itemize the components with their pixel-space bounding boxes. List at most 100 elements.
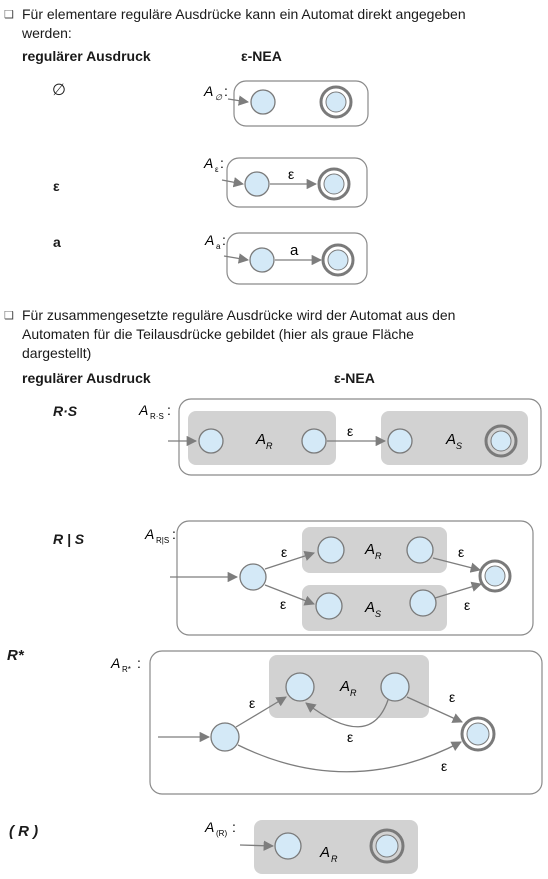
automaton-a: A a : a [204,232,368,285]
state [285,672,315,702]
transition-label: ε [347,729,353,745]
automaton-label: A [144,526,154,542]
epsilon-transition [432,557,482,573]
automaton-concat: A R·S : A R ε A S [138,398,542,476]
intro-text-line1: Für elementare reguläre Ausdrücke kann e… [22,6,466,22]
row-label-star: R* [7,647,24,664]
svg-text::: : [222,232,226,248]
automaton-frame [176,520,534,636]
subautomaton-label-r-sub: R [331,854,338,864]
transition-label: a [290,242,299,259]
automaton-label: A [203,83,213,99]
subautomaton-label-r: A [339,678,350,695]
start-state [210,722,240,752]
start-arrow [239,840,275,851]
start-state [274,832,302,860]
automaton-label-sub: a [216,242,221,251]
automaton-frame [226,157,368,208]
transition-label: ε [449,689,455,705]
subautomaton-label-s: A [445,431,456,448]
start-arrow [227,95,250,106]
state [409,589,437,617]
transition-label: ε [288,166,294,182]
row-label-concat: R·S [53,403,78,419]
automaton-label-sub: R·S [150,412,164,421]
row-label-a: a [53,234,61,250]
final-state [484,424,518,458]
state [198,428,224,454]
final-state [319,85,353,119]
automaton-star: A R* : ε A R ε ε ε [110,650,543,795]
row-label-union: R | S [53,531,85,547]
final-state [460,716,496,752]
transition-label: ε [249,695,255,711]
final-state [478,559,512,593]
final-state [321,243,355,277]
final-state [317,167,351,201]
bullet-icon: ❑ [4,310,14,322]
automaton-label-sub: ∅ [215,93,223,102]
table1-header-nea: ε-NEA [241,48,282,64]
subautomaton-label-s-sub: S [456,441,462,451]
subautomaton-label-r: A [364,541,375,558]
start-state [249,247,275,273]
epsilon-transition [264,584,315,606]
start-arrow [223,253,250,264]
intro-text-line2: werden: [22,25,72,41]
state [315,592,343,620]
start-state [250,89,276,115]
subautomaton-label-r-sub: R [375,551,382,561]
epsilon-transition [235,696,287,728]
epsilon-transition [264,550,315,570]
automaton-paren: A (R) : A R [204,819,418,874]
automaton-frame [226,232,368,285]
transition-label: ε [280,596,286,612]
epsilon-transition [406,696,463,723]
automaton-label: A [204,232,214,248]
automaton-label: A [203,155,213,171]
table1-header-expression: regulärer Ausdruck [22,48,151,64]
automaton-epsilon: A ε : ε [203,155,368,208]
epsilon-skip-transition [237,741,462,773]
state [387,428,413,454]
composite-text-line3: dargestellt) [22,345,92,361]
bullet-icon: ❑ [4,9,14,21]
state [406,536,434,564]
row-label-epsilon: ε [53,178,60,194]
transition-label: ε [441,758,447,774]
automaton-label-sub: ε [215,165,219,174]
automaton-emptyset: A ∅ : [203,80,369,127]
row-label-emptyset: ∅ [52,82,66,99]
svg-text::: : [220,155,224,171]
epsilon-transition [434,581,482,599]
epsilon-loop-back [305,699,389,728]
automaton-frame [178,398,542,476]
state [301,428,327,454]
automaton-label-sub: R|S [156,536,169,545]
transition-label: ε [281,544,287,560]
composite-text-line1: Für zusammengesetzte reguläre Ausdrücke … [22,307,456,323]
svg-text::: : [137,655,141,671]
subautomaton-label-s-sub: S [375,609,381,619]
transition-label: ε [347,423,353,439]
state [380,672,410,702]
transition-label: ε [458,544,464,560]
automaton-frame [233,80,369,127]
subautomaton-area-r [188,411,336,465]
svg-text::: : [172,526,176,542]
final-state [369,828,405,864]
automaton-label: A [138,402,148,418]
subautomaton-area-r [269,655,429,718]
subautomaton-label-r-sub: R [266,441,273,451]
svg-text::: : [167,402,171,418]
start-arrow [221,177,245,188]
subautomaton-label-r: A [255,431,266,448]
automaton-union: A R|S : ε ε A R A S ε ε [144,520,534,636]
subautomaton-label-r-sub: R [350,688,357,698]
automaton-label: A [110,655,120,671]
start-state [239,563,267,591]
automaton-label: A [204,819,214,835]
subautomaton-label-r: A [319,844,330,861]
start-state [244,171,270,197]
